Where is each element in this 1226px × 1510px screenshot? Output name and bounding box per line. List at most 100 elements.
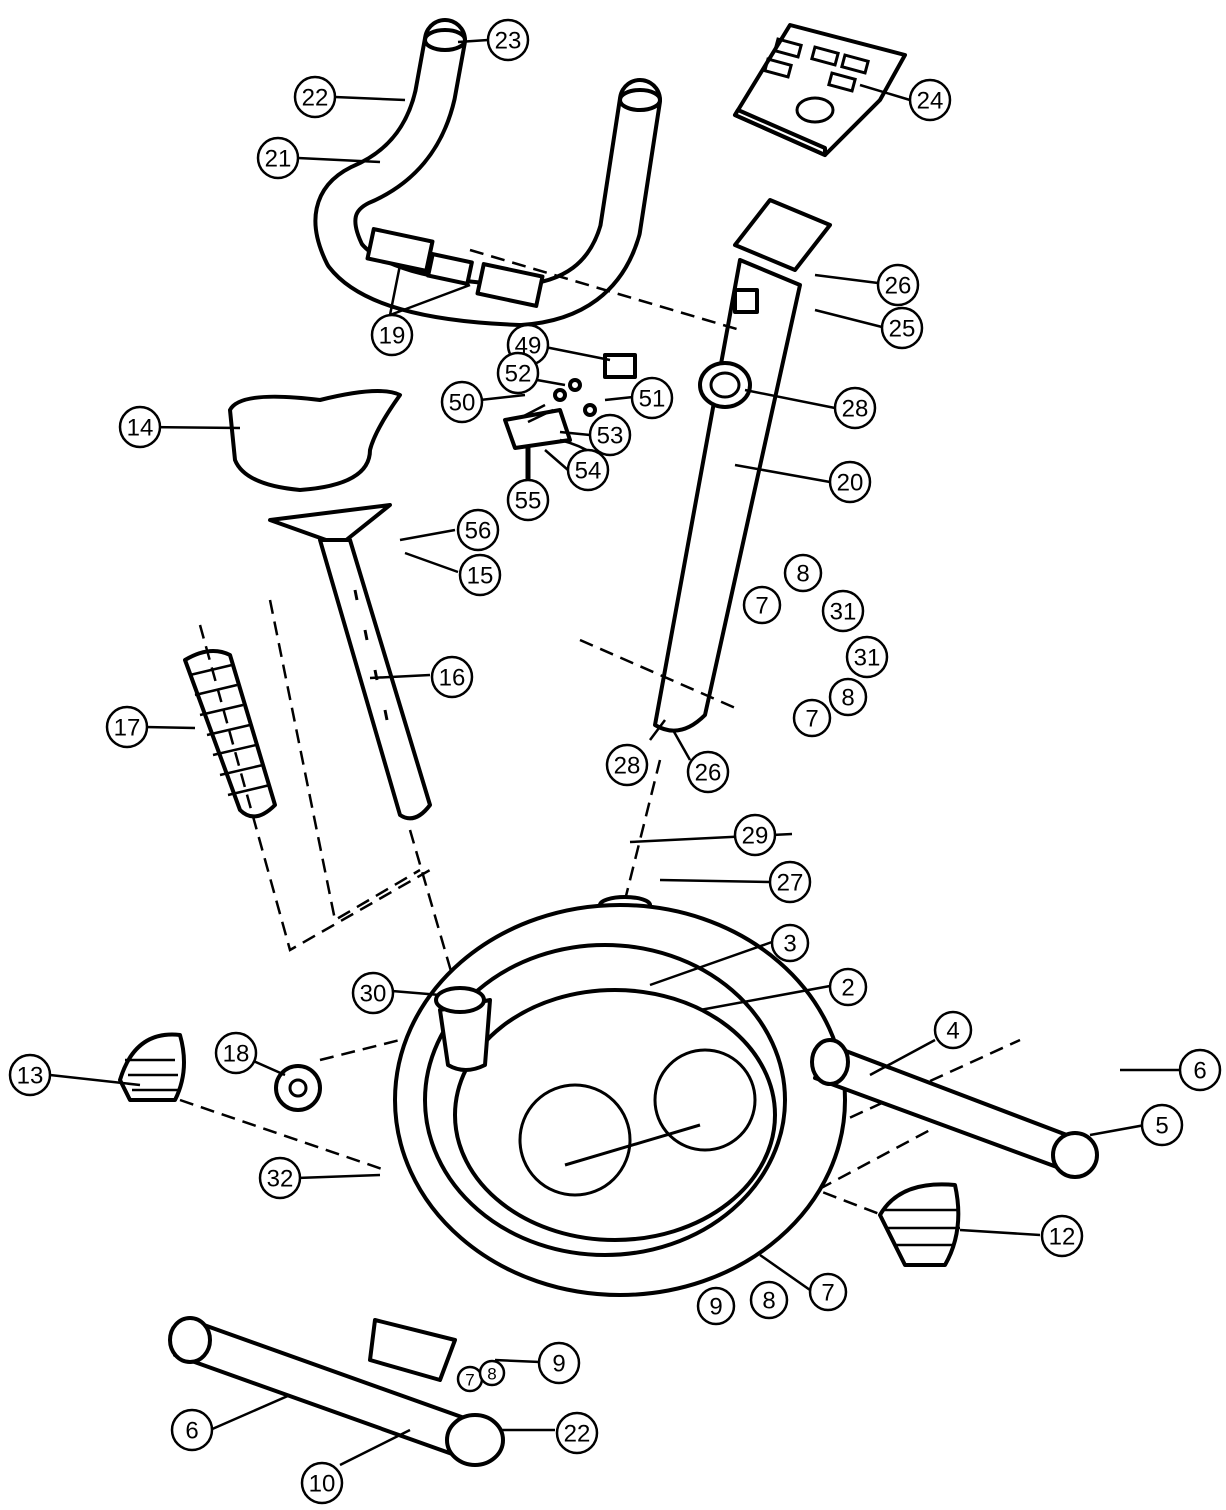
callout-circle	[370, 313, 414, 357]
callout-28: 28	[605, 743, 649, 787]
callout-circle	[506, 478, 550, 522]
callout-number: 8	[762, 1288, 775, 1315]
callout-number: 7	[805, 706, 818, 733]
callout-circle	[118, 405, 162, 449]
callout-circle	[351, 971, 395, 1015]
callout-number: 53	[597, 423, 624, 450]
callout-54: 54	[566, 448, 610, 492]
callout-number: 12	[1049, 1224, 1076, 1251]
callout-number: 22	[564, 1421, 591, 1448]
callout-number: 14	[127, 415, 154, 442]
callout-number: 25	[889, 316, 916, 343]
callout-number: 26	[885, 273, 912, 300]
callout-circle	[256, 136, 300, 180]
callout-circle	[833, 386, 877, 430]
seat-post	[318, 538, 432, 821]
callout-circle	[1178, 1048, 1222, 1092]
callout-number: 2	[841, 975, 854, 1002]
callout-number: 51	[639, 386, 666, 413]
callout-9: 9	[696, 1286, 736, 1326]
callout-circle	[258, 1156, 302, 1200]
callout-6: 6	[170, 1408, 214, 1452]
callout-number: 15	[467, 563, 494, 590]
callout-number: 7	[755, 593, 768, 620]
callout-number: 56	[465, 518, 492, 545]
callout-number: 32	[267, 1166, 294, 1193]
callout-circle	[588, 413, 632, 457]
callout-number: 18	[223, 1041, 250, 1068]
callout-number: 31	[854, 645, 881, 672]
callout-number: 8	[796, 561, 809, 588]
callout-circle	[555, 1411, 599, 1455]
callout-circle	[478, 1359, 506, 1387]
callout-circle	[749, 1280, 789, 1320]
callout-circle	[170, 1408, 214, 1452]
callout-circle	[908, 78, 952, 122]
callout-17: 17	[105, 705, 149, 749]
callout-53: 53	[588, 413, 632, 457]
callout-number: 31	[830, 599, 857, 626]
callout-22: 22	[293, 75, 337, 119]
callout-circle	[880, 306, 924, 350]
callout-7: 7	[808, 1272, 848, 1312]
callout-8: 8	[749, 1280, 789, 1320]
callout-28: 28	[833, 386, 877, 430]
callout-circle	[630, 376, 674, 420]
callout-19: 19	[370, 313, 414, 357]
callout-number: 7	[465, 1371, 474, 1390]
callout-number: 20	[837, 470, 864, 497]
callout-55: 55	[506, 478, 550, 522]
callout-20: 20	[828, 460, 872, 504]
callout-circle	[300, 1461, 344, 1505]
callout-21: 21	[256, 136, 300, 180]
callout-2: 2	[828, 967, 868, 1007]
callout-7: 7	[456, 1365, 484, 1393]
callout-circle	[828, 460, 872, 504]
callout-circle	[828, 677, 868, 717]
callout-7: 7	[742, 585, 782, 625]
callout-29: 29	[733, 813, 777, 857]
callout-number: 26	[695, 760, 722, 787]
tension-hardware	[503, 353, 637, 480]
callout-circle	[742, 585, 782, 625]
pedal-left	[118, 1032, 186, 1102]
callout-number: 28	[614, 753, 641, 780]
callout-15: 15	[458, 553, 502, 597]
callout-24: 24	[908, 78, 952, 122]
callout-circle	[821, 589, 865, 633]
callout-26: 26	[686, 750, 730, 794]
callout-30: 30	[351, 971, 395, 1015]
callout-number: 8	[487, 1365, 496, 1384]
leader-lines	[49, 38, 1180, 1467]
callout-7: 7	[792, 698, 832, 738]
callout-circle	[105, 705, 149, 749]
callout-number: 3	[783, 931, 796, 958]
callout-circle	[566, 448, 610, 492]
callout-circle	[686, 750, 730, 794]
callout-number: 17	[114, 715, 141, 742]
callout-circle	[1040, 1214, 1084, 1258]
callout-32: 32	[258, 1156, 302, 1200]
callout-circle	[768, 860, 812, 904]
handlebar	[313, 18, 662, 327]
callout-50: 50	[440, 380, 484, 424]
front-stabilizer	[810, 1038, 1099, 1179]
handlebar-post	[653, 198, 832, 733]
callout-number: 29	[742, 823, 769, 850]
callout-circle	[792, 698, 832, 738]
callout-circle	[808, 1272, 848, 1312]
callout-number: 55	[515, 488, 542, 515]
callout-number: 9	[709, 1294, 722, 1321]
tension-knob	[274, 1064, 322, 1112]
callout-31: 31	[845, 635, 889, 679]
callout-27: 27	[768, 860, 812, 904]
callout-8: 8	[478, 1359, 506, 1387]
callout-circle	[458, 553, 502, 597]
callout-10: 10	[300, 1461, 344, 1505]
callout-circle	[214, 1031, 258, 1075]
callout-14: 14	[118, 405, 162, 449]
callout-circle	[876, 263, 920, 307]
callout-circle	[733, 813, 777, 857]
